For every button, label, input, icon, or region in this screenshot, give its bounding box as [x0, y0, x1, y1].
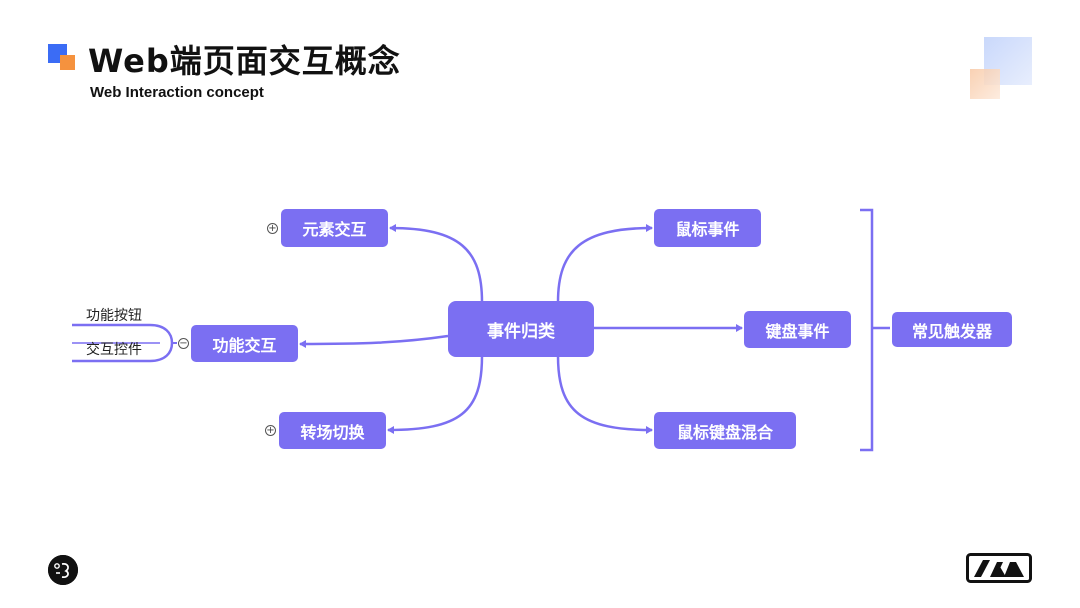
expand-toggle-icon[interactable]: + — [267, 223, 278, 234]
collapse-toggle-icon[interactable]: − — [178, 338, 189, 349]
connector-to-function-interaction — [299, 334, 449, 348]
mountain-badge-logo-icon — [966, 553, 1032, 583]
node-mouse-events[interactable]: 鼠标事件 — [654, 209, 761, 247]
leaf-function-button: 功能按钮 — [86, 308, 142, 324]
node-keyboard-events[interactable]: 键盘事件 — [744, 311, 851, 348]
leaf-interactive-control: 交互控件 — [86, 342, 142, 358]
node-common-triggers[interactable]: 常见触发器 — [892, 312, 1012, 347]
node-transition-switch[interactable]: 转场切换 — [279, 412, 386, 449]
expand-toggle-icon[interactable]: + — [265, 425, 276, 436]
page-subtitle: Web Interaction concept — [90, 84, 264, 101]
page-title: Web端页面交互概念 — [88, 42, 401, 80]
circle-glyph-logo-icon — [48, 555, 78, 585]
title-squares-icon — [48, 44, 76, 72]
connector-to-transition — [387, 355, 484, 434]
node-function-interaction[interactable]: 功能交互 — [191, 325, 298, 362]
node-element-interaction[interactable]: 元素交互 — [281, 209, 388, 247]
connector-to-mixed-events — [556, 355, 653, 434]
decorative-squares-icon — [970, 37, 1032, 99]
node-mouse-keyboard-mixed[interactable]: 鼠标键盘混合 — [654, 412, 796, 449]
node-event-classification[interactable]: 事件归类 — [448, 301, 594, 357]
connector-to-element-interaction — [389, 224, 484, 303]
connector-to-mouse-events — [556, 224, 653, 303]
group-bracket — [860, 208, 874, 452]
